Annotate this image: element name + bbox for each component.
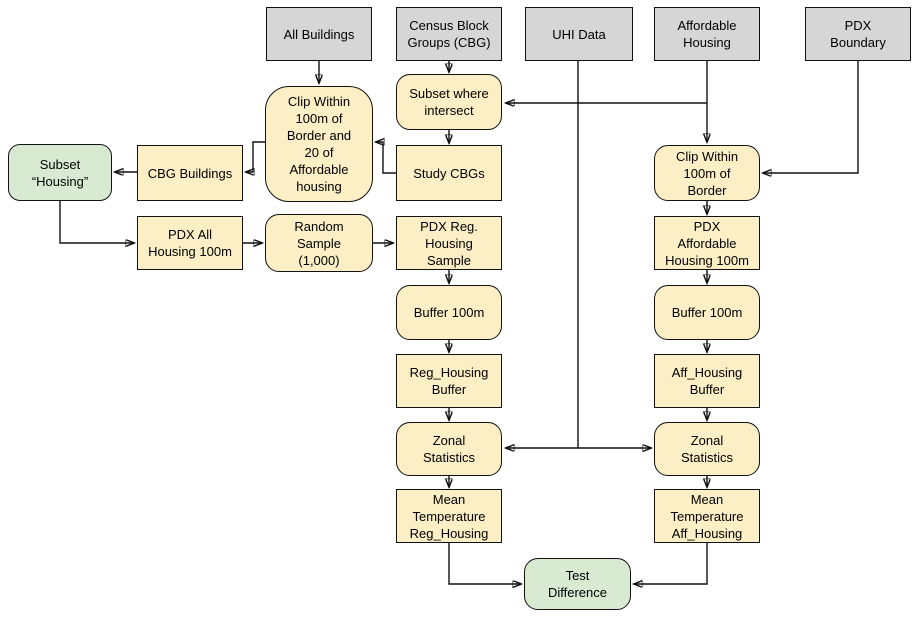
node-clip-100m-border-20-affordable: Clip Within 100m of Border and 20 of Aff…	[265, 86, 373, 202]
node-study-cbgs: Study CBGs	[396, 145, 502, 201]
node-pdx-boundary: PDX Boundary	[805, 7, 911, 61]
node-subset-housing: Subset “Housing”	[8, 144, 112, 201]
edge-mean-temp-aff-to-test-difference	[634, 543, 708, 584]
edge-pdx-boundary-to-clip-border	[763, 61, 859, 173]
node-test-difference: Test Difference	[524, 558, 631, 610]
node-random-sample: Random Sample (1,000)	[265, 214, 373, 272]
node-pdx-all-housing-100m: PDX All Housing 100m	[137, 216, 243, 270]
node-subset-where-intersect: Subset where intersect	[396, 74, 502, 130]
edge-clip-to-cbg-buildings	[246, 141, 265, 172]
node-aff-housing-buffer: Aff_Housing Buffer	[654, 354, 760, 408]
node-zonal-statistics-aff: Zonal Statistics	[654, 422, 760, 476]
node-all-buildings: All Buildings	[266, 7, 372, 61]
node-mean-temperature-reg-housing: Mean Temperature Reg_Housing	[396, 489, 502, 543]
node-census-block-groups: Census Block Groups (CBG)	[396, 7, 502, 61]
edge-mean-temp-reg-to-test-difference	[448, 543, 521, 584]
node-zonal-statistics-reg: Zonal Statistics	[396, 422, 502, 476]
node-clip-100m-border: Clip Within 100m of Border	[654, 145, 760, 201]
node-pdx-reg-housing-sample: PDX Reg. Housing Sample	[396, 216, 502, 270]
node-pdx-affordable-housing-100m: PDX Affordable Housing 100m	[654, 216, 760, 270]
node-buffer-100m-reg: Buffer 100m	[396, 285, 502, 340]
node-uhi-data: UHI Data	[525, 7, 633, 61]
edge-study-cbgs-to-clip	[376, 142, 396, 174]
node-affordable-housing: Affordable Housing	[654, 7, 760, 61]
edge-subset-housing-to-pdx-all-housing	[59, 201, 134, 243]
node-mean-temperature-aff-housing: Mean Temperature Aff_Housing	[654, 489, 760, 543]
node-reg-housing-buffer: Reg_Housing Buffer	[396, 354, 502, 408]
node-cbg-buildings: CBG Buildings	[137, 145, 243, 201]
node-buffer-100m-aff: Buffer 100m	[654, 285, 760, 340]
